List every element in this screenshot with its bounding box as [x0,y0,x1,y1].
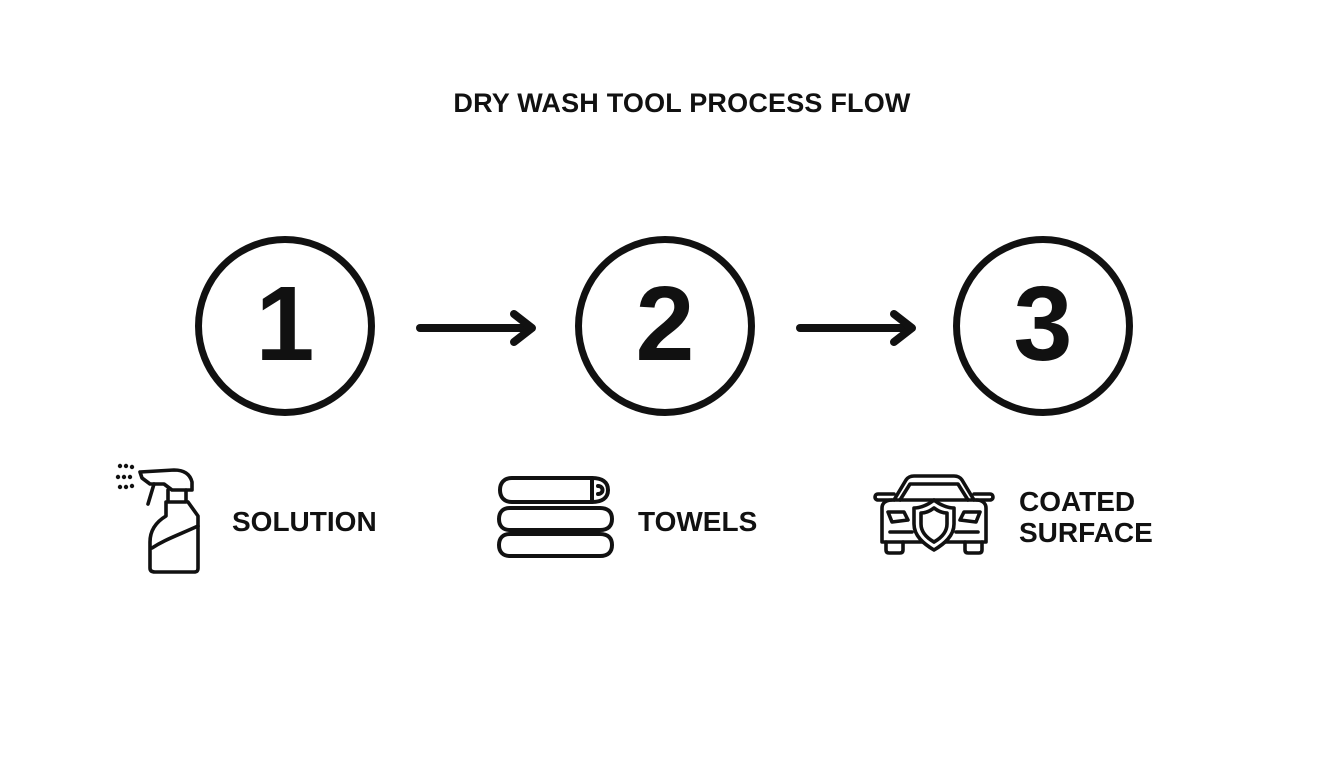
step-2-circle: 2 [575,236,755,416]
step-3-label-line1: COATED [1019,486,1136,517]
folded-towels-icon [494,472,618,560]
step-2-label: TOWELS [638,506,758,537]
car-shield-icon [868,470,1000,558]
step-1-number: 1 [255,265,315,383]
step-3-number: 3 [1013,265,1073,383]
spray-bottle-icon [112,460,204,576]
arrow-2-to-3-icon [796,310,916,346]
step-3-label: COATED SURFACE [1019,487,1153,548]
diagram-title: DRY WASH TOOL PROCESS FLOW [453,88,911,118]
step-2-number: 2 [635,265,695,383]
step-1-label: SOLUTION [232,506,377,537]
arrow-1-to-2-icon [416,310,536,346]
step-3-label-line2: SURFACE [1019,517,1153,549]
step-1-circle: 1 [195,236,375,416]
step-3-circle: 3 [953,236,1133,416]
